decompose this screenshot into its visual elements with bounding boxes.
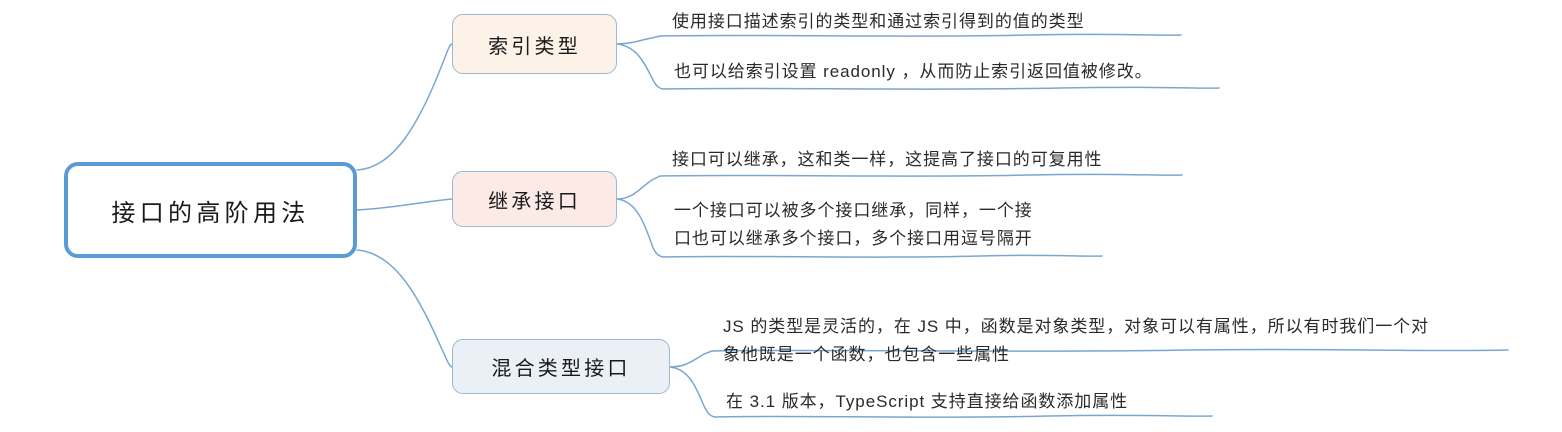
branch-node-label: 继承接口 [488,190,581,213]
branch-node-extends-interface[interactable]: 继承接口 [452,171,617,227]
underline-branch-0-leaf-1 [662,86,1220,90]
connector-root-to-branch-0 [356,43,453,171]
root-node[interactable]: 接口的高阶用法 [64,162,357,258]
connector-branch-0-to-leaf-1 [616,43,664,90]
connector-branch-2-to-leaf-1 [669,366,716,418]
connector-root-to-branch-1 [356,198,453,211]
underline-branch-1-leaf-1 [662,254,1103,258]
root-node-label: 接口的高阶用法 [111,199,310,227]
underline-branch-1-leaf-0 [659,173,1183,177]
branch-node-label: 混合类型接口 [491,358,631,380]
branch-node-label: 索引类型 [488,35,581,58]
connector-branch-1-to-leaf-0 [616,175,661,200]
leaf-text: 接口可以继承，这和类一样，这提高了接口的可复用性 [672,150,1103,169]
connector-root-to-branch-2 [356,249,453,368]
leaf-text: 在 3.1 版本，TypeScript 支持直接给函数添加属性 [726,392,1129,411]
connector-branch-1-to-leaf-1 [616,198,664,258]
connector-branch-2-to-leaf-0 [669,350,713,368]
leaf-text: 也可以给索引设置 readonly ，从而防止索引返回值被修改。 [674,62,1153,81]
leaf-text: JS 的类型是灵活的，在 JS 中，函数是对象类型，对象可以有属性，所以有时我们… [723,317,1430,364]
branch-node-index-type[interactable]: 索引类型 [452,14,617,74]
connector-branch-0-to-leaf-0 [616,35,661,45]
leaf-text: 使用接口描述索引的类型和通过索引得到的值的类型 [672,12,1085,31]
branch-node-hybrid-type-interface[interactable]: 混合类型接口 [452,339,670,394]
leaf-text: 一个接口可以被多个接口继承，同样，一个接 口也可以继承多个接口，多个接口用逗号隔… [674,201,1033,248]
